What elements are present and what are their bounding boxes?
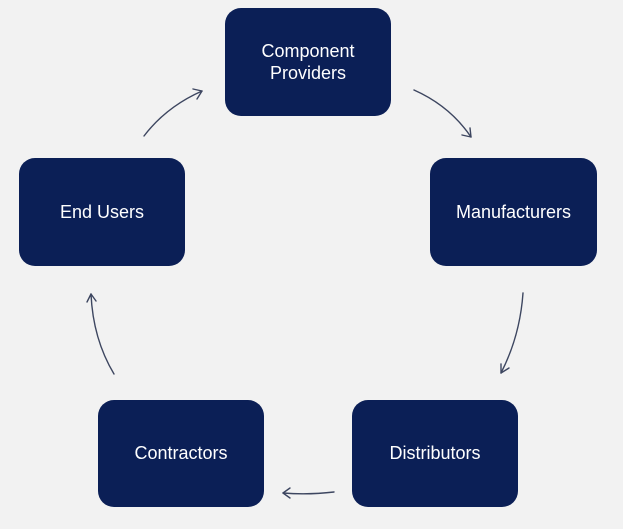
node-contractors: Contractors [98, 400, 264, 507]
node-manufacturers-label: Manufacturers [455, 201, 572, 222]
arrow-contractors-to-end-users [86, 293, 115, 375]
arrow-component-to-manufacturers [413, 89, 472, 138]
node-distributors-label: Distributors [389, 443, 481, 464]
arrow-end-users-to-component [143, 88, 203, 137]
node-end-users: End Users [19, 158, 185, 266]
node-component-providers-label: Component Providers [261, 40, 355, 84]
arrow-manufacturers-to-distributors [500, 292, 524, 374]
arrow-distributors-to-contractors [282, 487, 335, 499]
node-distributors: Distributors [352, 400, 518, 507]
node-manufacturers: Manufacturers [430, 158, 597, 266]
node-end-users-label: End Users [59, 201, 145, 222]
node-contractors-label: Contractors [134, 443, 228, 464]
node-component-providers: Component Providers [225, 8, 391, 116]
